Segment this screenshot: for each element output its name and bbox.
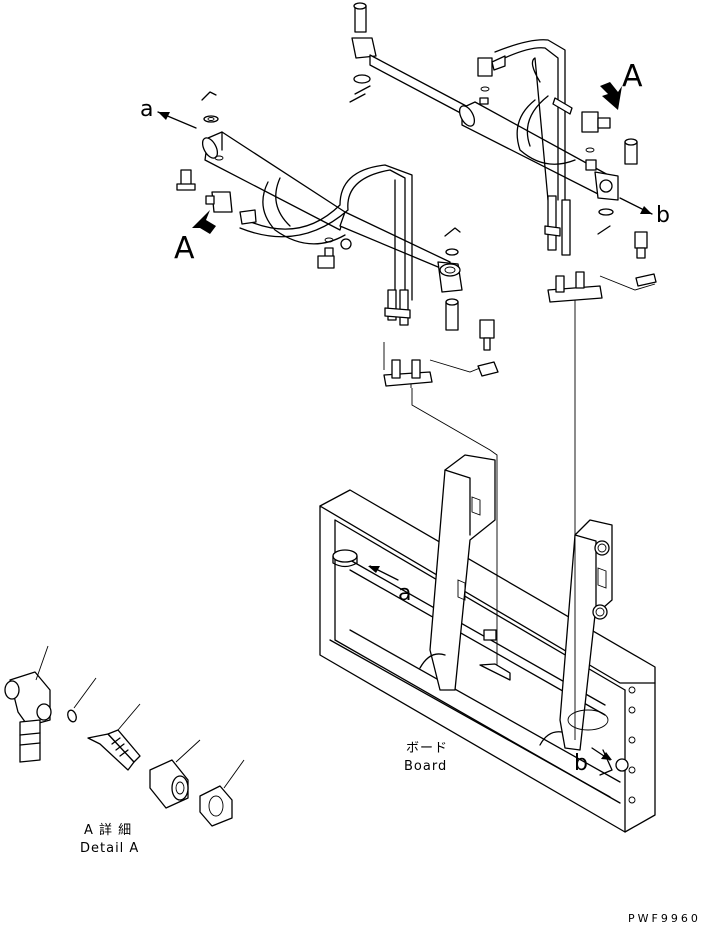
view-arrow-left-icon: [192, 210, 216, 234]
label-view-a-right: A: [622, 59, 643, 94]
detail-a-parts: [4, 645, 245, 827]
view-arrow-right-icon: [600, 82, 622, 110]
right-cylinder-assembly: [349, 2, 657, 303]
label-board-arrow-b: b: [574, 751, 588, 776]
label-arrow-b-right: b: [656, 203, 670, 228]
label-board-arrow-a: a: [398, 581, 411, 606]
label-detail-jp: A 詳 細: [84, 822, 132, 838]
label-board-jp: ボード: [406, 741, 448, 756]
label-arrow-a-top: a: [140, 97, 153, 122]
label-board-en: Board: [404, 759, 447, 774]
label-detail-en: Detail A: [80, 841, 139, 856]
direction-arrow-a-top: [157, 111, 197, 129]
label-view-a-left: A: [174, 231, 195, 266]
board-frame: [319, 454, 656, 833]
drawing-code: PWF9960: [628, 912, 701, 925]
direction-arrow-b-right: [619, 197, 653, 215]
left-cylinder-assembly: [176, 91, 499, 387]
board-arrow-b: [591, 747, 612, 761]
board-arrow-a: [368, 565, 399, 581]
